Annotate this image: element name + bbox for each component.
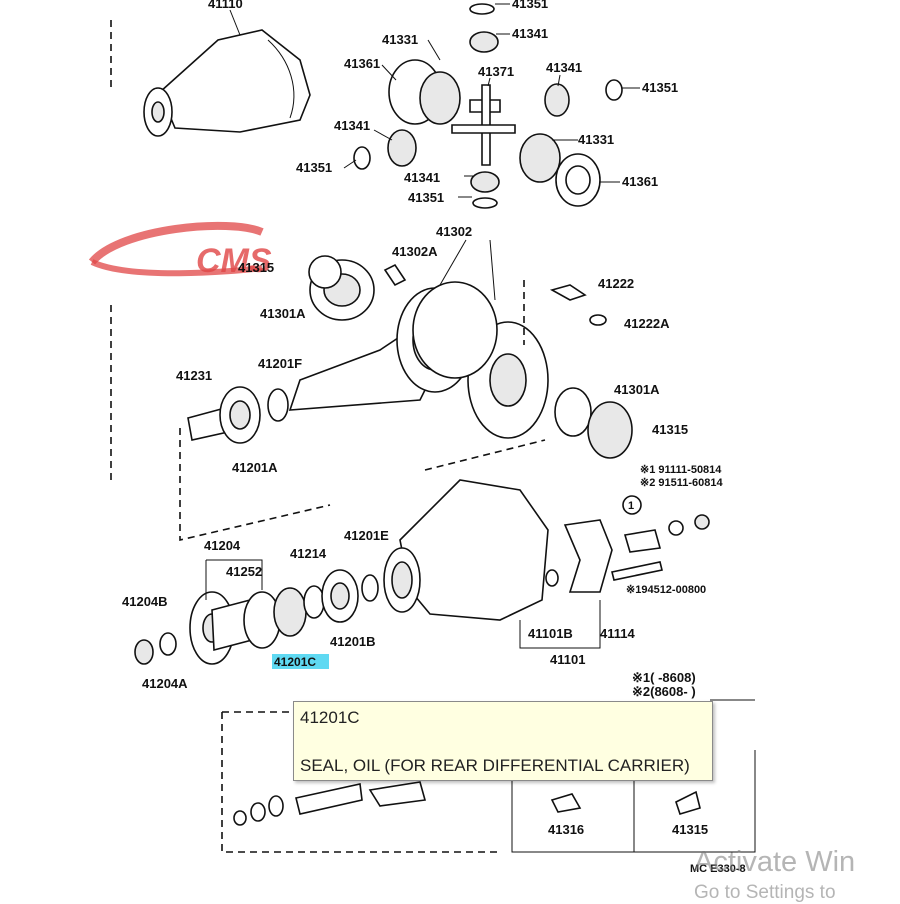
label-41201B: 41201B (330, 634, 376, 649)
tooltip-part-code: 41201C (300, 708, 360, 727)
label-41301A-b: 41301A (614, 382, 660, 397)
tooltip-part-description: SEAL, OIL (FOR REAR DIFFERENTIAL CARRIER… (300, 756, 690, 775)
label-41301A-a: 41301A (260, 306, 306, 321)
bracket-41101 (519, 600, 601, 649)
label-41361-b: 41361 (622, 174, 658, 189)
label-41316: 41316 (548, 822, 584, 837)
label-circle-1: 1 (628, 500, 634, 512)
label-41201F: 41201F (258, 356, 302, 371)
cms-logo: CMS (88, 221, 272, 280)
label-41341-b: 41341 (546, 60, 582, 75)
label-range1: ※1( -8608) (632, 670, 696, 685)
lower-carrier-housing (383, 479, 710, 621)
label-41302: 41302 (436, 224, 472, 239)
label-41222A: 41222A (624, 316, 670, 331)
bottom-detail-boxes (221, 699, 756, 853)
leader-lines-top (343, 3, 640, 301)
label-41341-a: 41341 (512, 26, 548, 41)
label-41204A: 41204A (142, 676, 188, 691)
label-41252: 41252 (226, 564, 262, 579)
label-41361-a: 41361 (344, 56, 380, 71)
label-note3: ※194512-00800 (626, 584, 706, 596)
label-41315-a: 41315 (238, 260, 274, 275)
label-41371: 41371 (478, 64, 514, 79)
label-41351-b: 41351 (642, 80, 678, 95)
differential-gears-top (353, 3, 623, 209)
carrier-housing-part (143, 9, 311, 137)
label-41331-b: 41331 (578, 132, 614, 147)
label-41101: 41101 (550, 652, 585, 667)
label-range2: ※2(8608- ) (632, 684, 696, 699)
label-41204: 41204 (204, 538, 241, 553)
label-note2: ※2 91511-60814 (640, 477, 724, 489)
label-41315-b: 41315 (652, 422, 688, 437)
label-drawing-code: MC E330-8 (690, 863, 746, 875)
dash-outline-left (179, 428, 331, 542)
windows-activation-watermark-sub: Go to Settings to (694, 882, 836, 903)
label-41110: 41110 (208, 0, 243, 11)
label-note1: ※1 91111-50814 (640, 464, 722, 476)
label-41201A: 41201A (232, 460, 278, 475)
label-41201C-highlight (272, 654, 329, 669)
label-41341-c: 41341 (334, 118, 370, 133)
label-41214: 41214 (290, 546, 327, 561)
label-41101B: 41101B (528, 626, 573, 641)
label-41114: 41114 (600, 626, 635, 641)
label-41351-d: 41351 (408, 190, 444, 205)
label-41204B: 41204B (122, 594, 168, 609)
part-tooltip: 41201C SEAL, OIL (FOR REAR DIFFERENTIAL … (293, 701, 713, 781)
dash-outline-center (424, 439, 546, 471)
bracket-41204 (205, 559, 263, 600)
label-41201E: 41201E (344, 528, 389, 543)
label-41222: 41222 (598, 276, 634, 291)
logo-text: CMS (196, 242, 272, 280)
part-number-labels: 41110 41351 41331 41341 41361 41371 4134… (122, 0, 746, 875)
label-41331-a: 41331 (382, 32, 418, 47)
differential-case-assembly (288, 255, 633, 459)
label-41351-c: 41351 (296, 160, 332, 175)
label-41315-c: 41315 (672, 822, 708, 837)
label-41231: 41231 (176, 368, 212, 383)
companion-flange-parts (134, 569, 379, 665)
pinion-bearing-parts (187, 386, 289, 444)
label-41341-d: 41341 (404, 170, 440, 185)
label-41201C: 41201C (274, 655, 316, 669)
windows-activation-watermark: Activate Win (694, 846, 856, 878)
label-41302A: 41302A (392, 244, 438, 259)
label-41351-top: 41351 (512, 0, 548, 11)
